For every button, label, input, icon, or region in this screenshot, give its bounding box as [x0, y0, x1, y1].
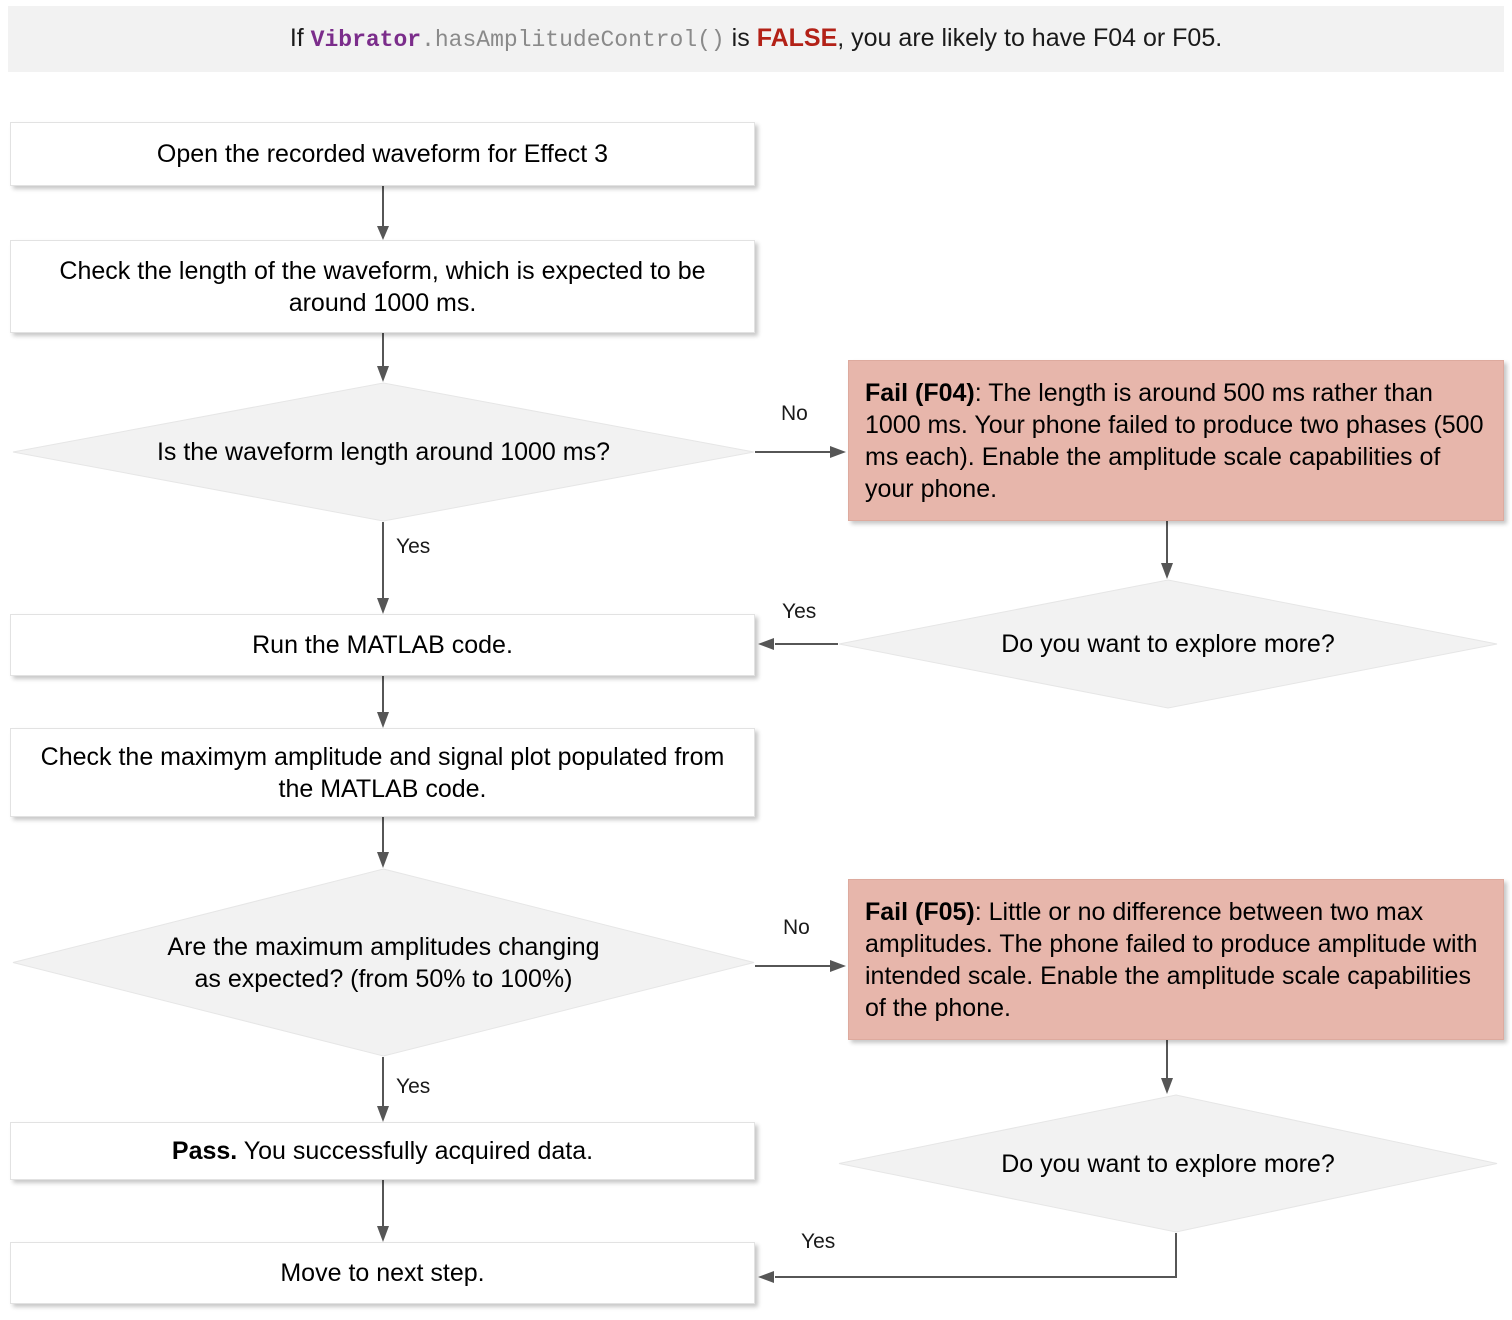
- node-open-waveform-label: Open the recorded waveform for Effect 3: [156, 140, 609, 168]
- node-explore-more-2[interactable]: Do you want to explore more?: [838, 1094, 1498, 1233]
- arrowhead-decideamp-to-f05: [830, 960, 846, 972]
- node-explore-more-2-label: Do you want to explore more?: [1001, 1149, 1335, 1178]
- diamond-shape: [838, 579, 1498, 709]
- node-check-length[interactable]: Check the length of the waveform, which …: [10, 240, 755, 333]
- arrowhead-pass-to-next: [377, 1226, 389, 1242]
- diamond-shape: [12, 868, 755, 1057]
- banner-suffix: , you are likely to have F04 or F05.: [837, 24, 1223, 53]
- node-fail-f05-body: : Little or no difference between two ma…: [865, 897, 1478, 1022]
- node-next-step[interactable]: Move to next step.: [10, 1242, 755, 1304]
- node-check-length-label: Check the length of the waveform, which …: [59, 256, 706, 317]
- node-pass[interactable]: Pass. You successfully acquired data.: [10, 1122, 755, 1180]
- edge-label-amplitude-no: No: [783, 916, 810, 939]
- banner-prefix: If: [289, 24, 311, 53]
- edge-label-length-no: No: [781, 402, 808, 425]
- arrowhead-checkamp-to-decideamp: [377, 852, 389, 868]
- node-pass-body: You successfully acquired data.: [237, 1137, 594, 1165]
- arrowhead-decide-to-f04: [830, 446, 846, 458]
- node-run-matlab[interactable]: Run the MATLAB code.: [10, 614, 755, 676]
- banner-value: FALSE: [756, 24, 838, 53]
- node-decide-amplitude-label: Are the maximum amplitudes changing as e…: [167, 932, 600, 993]
- arrowhead-explore2-to-next: [758, 1271, 774, 1283]
- banner-method-name: .hasAmplitudeControl(): [421, 27, 725, 54]
- node-explore-more-1[interactable]: Do you want to explore more?: [838, 579, 1498, 709]
- node-next-step-label: Move to next step.: [280, 1259, 485, 1287]
- banner-class-name: Vibrator: [310, 27, 422, 54]
- node-fail-f04[interactable]: Fail (F04): The length is around 500 ms …: [848, 360, 1504, 521]
- node-fail-f05[interactable]: Fail (F05): Little or no difference betw…: [848, 879, 1504, 1040]
- node-open-waveform[interactable]: Open the recorded waveform for Effect 3: [10, 122, 755, 186]
- banner-middle: is: [724, 24, 757, 53]
- node-fail-f05-text: Fail (F05): Little or no difference betw…: [849, 896, 1503, 1024]
- arrowhead-matlab-to-checkamp: [377, 712, 389, 728]
- node-fail-f04-code: Fail (F04): [865, 378, 975, 407]
- banner-text: If Vibrator.hasAmplitudeControl() is FAL…: [290, 23, 1222, 55]
- node-run-matlab-label: Run the MATLAB code.: [252, 631, 513, 659]
- node-fail-f04-text: Fail (F04): The length is around 500 ms …: [849, 377, 1503, 505]
- edge-label-length-yes: Yes: [396, 535, 431, 558]
- arrowhead-check-to-decide: [377, 366, 389, 382]
- node-explore-more-1-label: Do you want to explore more?: [1001, 630, 1335, 658]
- arrowhead-decide-to-matlab: [377, 598, 389, 614]
- edge-label-explore2-yes: Yes: [801, 1230, 836, 1253]
- edge-label-amplitude-yes: Yes: [396, 1075, 431, 1098]
- node-fail-f05-code: Fail (F05): [865, 897, 975, 926]
- node-check-amplitude[interactable]: Check the maximym amplitude and signal p…: [10, 728, 755, 817]
- node-pass-strong: Pass.: [171, 1137, 238, 1165]
- arrowhead-decideamp-to-pass: [377, 1106, 389, 1122]
- diamond-shape: [838, 1094, 1498, 1233]
- node-fail-f04-body: : The length is around 500 ms rather tha…: [865, 378, 1484, 503]
- node-pass-text: Pass. You successfully acquired data.: [156, 1135, 609, 1167]
- edge-label-explore1-yes: Yes: [782, 600, 817, 623]
- diamond-shape: [12, 382, 755, 522]
- arrowhead-f04-to-explore1: [1161, 563, 1173, 579]
- node-decide-amplitude[interactable]: Are the maximum amplitudes changing as e…: [12, 868, 755, 1057]
- node-decide-waveform-length[interactable]: Is the waveform length around 1000 ms?: [12, 382, 755, 522]
- node-decide-waveform-length-label: Is the waveform length around 1000 ms?: [156, 438, 611, 466]
- arrowhead-open-to-check: [377, 226, 389, 240]
- header-banner: If Vibrator.hasAmplitudeControl() is FAL…: [8, 6, 1504, 72]
- arrowhead-f05-to-explore2: [1161, 1078, 1173, 1094]
- arrowhead-explore1-to-matlab: [758, 638, 774, 650]
- node-check-amplitude-label: Check the maximym amplitude and signal p…: [40, 742, 725, 803]
